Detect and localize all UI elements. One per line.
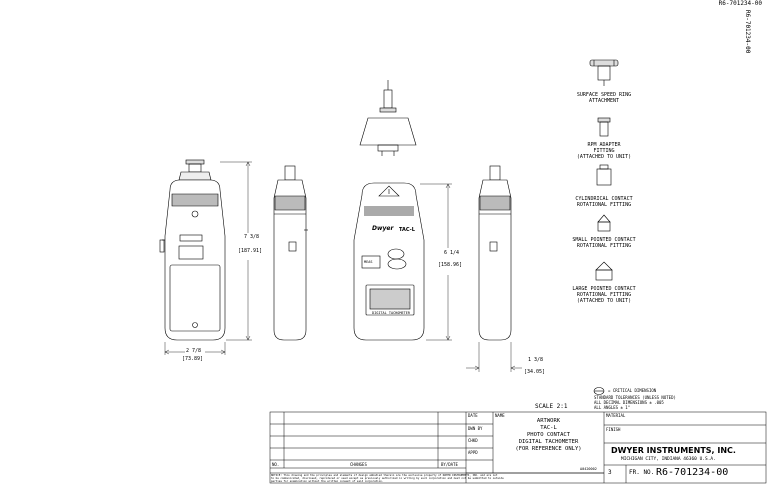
side-dimension-lines [466, 342, 522, 372]
front-width-inches: 2 7/8 [186, 348, 202, 354]
material-label: MATERIAL [606, 413, 626, 418]
fitting-label-cylindrical: CYLINDRICAL CONTACT ROTATIONAL FITTING [575, 196, 633, 208]
finish-label: FINISH [606, 427, 621, 432]
fitting-label-small-pointed: SMALL POINTED CONTACT ROTATIONAL FITTING [572, 237, 636, 249]
top-probe-view [359, 80, 417, 156]
brand-logo-text: Dwyer [372, 225, 394, 232]
model-label: TAC-L [399, 227, 415, 233]
part-code: A0420002 [580, 467, 597, 471]
drawn-by-label: DWN BY [468, 426, 483, 431]
title-line: PHOTO CONTACT [526, 432, 571, 438]
checked-label: CHKD [468, 438, 478, 443]
front-view [159, 159, 226, 341]
front-height-inches: 7 3/8 [244, 234, 260, 240]
no-column-label: NO. [272, 462, 280, 467]
side-depth-inches: 1 3/8 [528, 357, 544, 363]
sheet-number: 3 [608, 469, 612, 476]
changes-column-label: CHANGES [350, 462, 367, 467]
name-label: NAME [495, 413, 505, 418]
title-line: ARTWORK [536, 418, 561, 424]
company-name: DWYER INSTRUMENTS, INC. [611, 446, 736, 455]
side-view-left [273, 165, 308, 341]
fitting-label-surface-ring: SURFACE SPEED RING ATTACHMENT [576, 92, 632, 104]
fitting-cylindrical [596, 164, 612, 186]
company-address: MICHIGAN CITY, INDIANA 46360 U.S.A. [621, 457, 716, 462]
meas-button-label: MEAS [364, 260, 373, 264]
back-height-inches: 6 1/4 [444, 250, 460, 256]
fitting-label-rpm-adapter: RPM ADAPTER FITTING (ATTACHED TO UNIT) [576, 142, 632, 160]
side-depth-mm: [34.05] [524, 369, 546, 375]
drawing-number-top: R6-701234-00 [718, 0, 762, 7]
fr-no-value: R6-701234-00 [656, 467, 729, 478]
screen-label: DIGITAL TACHOMETER [372, 311, 410, 315]
back-dimension-lines [420, 183, 452, 341]
fitting-surface-ring [589, 59, 619, 86]
title-line: DIGITAL TACHOMETER [518, 439, 579, 445]
side-view-right [478, 165, 512, 341]
date-label: DATE [468, 413, 478, 418]
title-line: TAC-L [540, 425, 557, 431]
title-block-grid [269, 411, 767, 484]
critical-dimension-note: = CRITICAL DIMENSION [608, 388, 657, 393]
front-height-mm: [187.91] [238, 248, 263, 254]
drawing-title: ARTWORK TAC-L PHOTO CONTACT DIGITAL TACH… [493, 418, 604, 453]
tolerances-note: STANDARD TOLERANCES (UNLESS NOTED) ALL D… [594, 395, 676, 410]
front-dimension-lines [164, 161, 252, 355]
approved-label: APPD [468, 450, 478, 455]
fitting-rpm-adapter [597, 117, 611, 137]
title-line: (FOR REFERENCE ONLY) [515, 446, 582, 452]
fitting-small-pointed [597, 214, 611, 232]
back-height-mm: [158.96] [438, 262, 463, 268]
front-width-mm: [73.89] [182, 356, 204, 362]
back-view [353, 182, 425, 341]
notice-text: NOTICE: This drawing and the principles … [271, 474, 504, 483]
critical-dimension-icon [593, 387, 605, 395]
drawing-number-side: R6-701234-00 [744, 10, 751, 54]
by-date-column-label: BY/DATE [441, 462, 458, 467]
fitting-label-large-pointed: LARGE POINTED CONTACT ROTATIONAL FITTING… [572, 286, 636, 304]
scale-label: SCALE 2:1 [535, 403, 568, 410]
fitting-large-pointed [595, 261, 613, 281]
fr-no-label: FR. NO. [629, 469, 655, 476]
